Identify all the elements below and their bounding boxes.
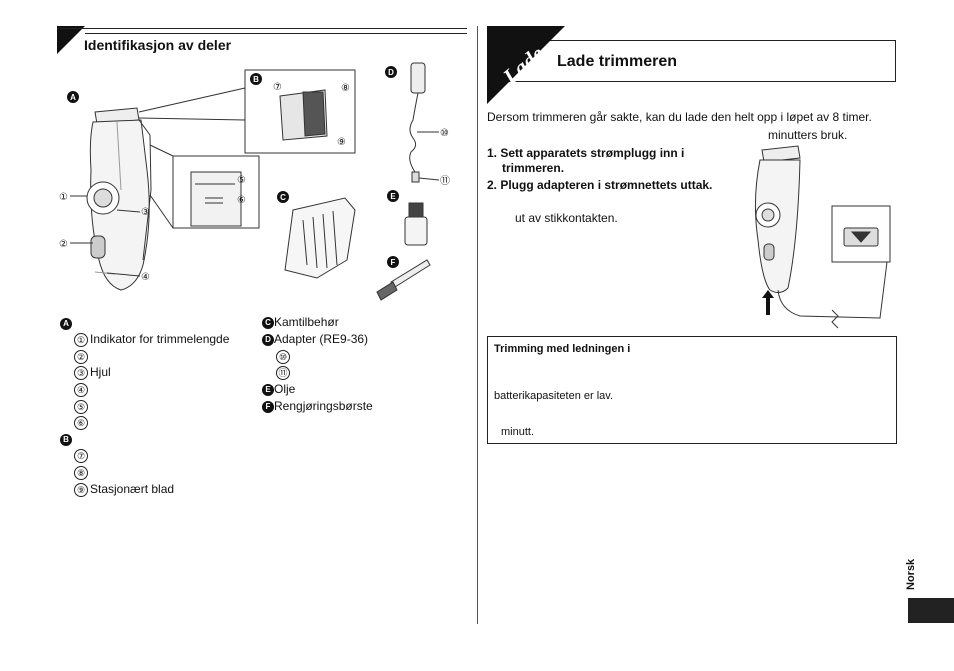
list-item: ⑪ (276, 365, 292, 380)
list-item: ④ (74, 382, 90, 397)
label-e: E (390, 192, 396, 201)
intro-text-2: minutters bruk. (768, 128, 848, 142)
section-corner-mark (57, 26, 85, 54)
label-d: D (388, 68, 394, 77)
column-divider (477, 26, 478, 624)
language-tab (908, 598, 954, 623)
intro-text: Dersom trimmeren går sakte, kan du lade … (487, 110, 872, 124)
brush-drawing (376, 259, 431, 301)
trimmer-drawing (86, 87, 246, 291)
note-box (487, 336, 897, 444)
note-line-2: minutt. (501, 426, 535, 438)
callout-8: ⑧ (341, 83, 350, 94)
callout-2: ② (59, 239, 68, 250)
step-3: ut av stikkontakten. (515, 211, 618, 225)
label-f: F (391, 258, 396, 267)
list-item: ② (74, 349, 90, 364)
charging-illustration (754, 145, 891, 329)
adapter-drawing (409, 62, 426, 183)
section-heading: Identifikasjon av deler (84, 37, 232, 53)
label-a-badge (67, 91, 79, 103)
step-1: 1. Sett apparatets strømplugg inn i (487, 146, 685, 160)
callout-5: ⑤ (237, 175, 246, 186)
list-item: ⑧ (74, 465, 90, 480)
callout-7: ⑦ (273, 82, 282, 93)
parts-illustration: A ① ② ③ ④ ⑤ ⑥ B (59, 62, 450, 301)
note-line-1: batterikapasiteten er lav. (494, 390, 614, 402)
list-item: ⑦ (74, 448, 90, 463)
callout-1: ① (59, 192, 68, 203)
note-title: Trimming med ledningen i (494, 343, 631, 355)
oil-drawing (404, 202, 428, 246)
blade-drawing (279, 89, 328, 141)
callout-9: ⑨ (337, 137, 346, 148)
indicator-zoom (149, 144, 260, 229)
callout-6: ⑥ (237, 195, 246, 206)
badge-b: B (60, 433, 72, 446)
list-item: ⑥ (74, 415, 90, 430)
label-c: C (280, 193, 286, 202)
step-2: 2. Plugg adapteren i strømnettets uttak. (487, 178, 713, 192)
callout-11: ⑪ (440, 175, 450, 187)
language-label: Norsk (905, 558, 917, 590)
label-a: A (70, 93, 76, 102)
heading-rule (57, 28, 467, 29)
callout-3: ③ (141, 207, 150, 218)
section-heading: Lade trimmeren (557, 53, 678, 70)
list-item: ⑩ (276, 349, 292, 364)
label-b: B (253, 75, 259, 84)
badge-a: A (60, 317, 72, 330)
callout-10: ⑩ (440, 128, 449, 139)
parts-group-a: A (60, 316, 72, 330)
list-item: ⑤ (74, 399, 90, 414)
heading-rule (85, 33, 467, 34)
comb-drawing (284, 197, 356, 279)
step-1-cont: trimmeren. (502, 161, 565, 175)
callout-4: ④ (141, 272, 150, 283)
section-corner-mark (487, 26, 565, 104)
parts-group-b: B (60, 432, 72, 446)
